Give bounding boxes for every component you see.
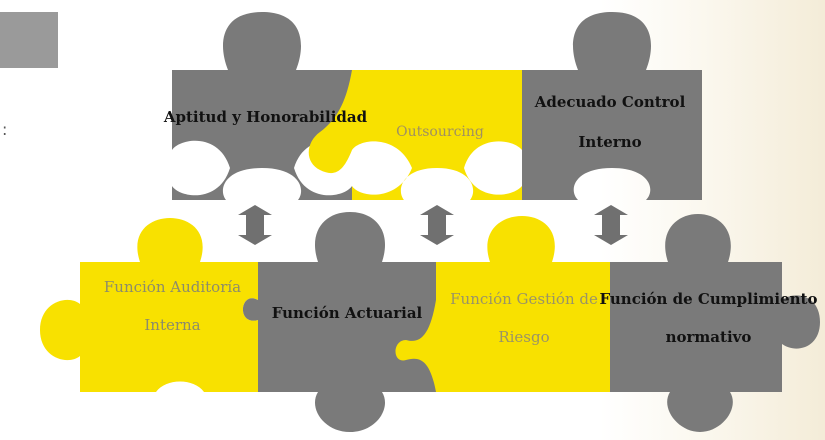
side-colon: :: [2, 120, 8, 139]
label-auditoria-line1: Función Auditoría: [103, 278, 242, 296]
label-cumplimiento-line1: Función de Cumplimiento: [599, 290, 818, 308]
puzzle-piece-aptitud: [172, 12, 352, 200]
label-riesgo-line1: Función Gestión de: [450, 290, 598, 308]
label-cumplimiento-line2: normativo: [665, 328, 752, 346]
corner-decoration: [0, 12, 58, 68]
puzzle-piece-outsourcing: [308, 70, 522, 200]
label-riesgo-line2: Riesgo: [498, 328, 550, 346]
label-actuarial: Función Actuarial: [271, 304, 423, 322]
double-arrow-2: [420, 205, 454, 245]
puzzle-piece-auditoria: [40, 218, 258, 392]
puzzle-piece-actuarial: [242, 212, 436, 432]
label-control-line2: Interno: [578, 133, 642, 151]
label-auditoria-line2: Interna: [144, 316, 201, 334]
double-arrow-1: [238, 205, 272, 245]
puzzle-piece-cumplimiento: [610, 214, 820, 432]
double-arrow-3: [594, 205, 628, 245]
label-control-line1: Adecuado Control: [534, 93, 686, 111]
puzzle-piece-control: [522, 12, 702, 200]
label-outsourcing: Outsourcing: [396, 124, 484, 140]
label-aptitud: Aptitud y Honorabilidad: [163, 108, 368, 126]
puzzle-piece-riesgo: [395, 216, 610, 392]
